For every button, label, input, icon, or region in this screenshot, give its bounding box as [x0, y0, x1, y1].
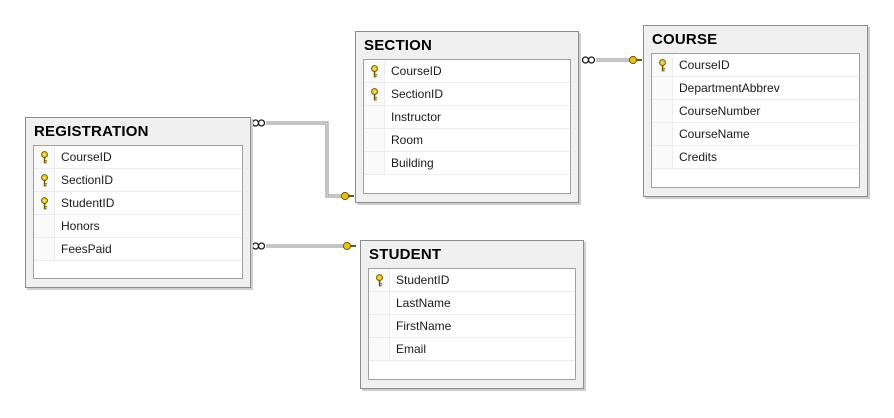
column-name: StudentID — [396, 273, 450, 287]
many-end-infinity-icon — [581, 56, 596, 64]
row-gutter — [652, 146, 673, 168]
primary-key-icon — [364, 60, 385, 82]
section-course-relationship[interactable] — [581, 55, 643, 65]
column-name: FirstName — [396, 319, 452, 333]
primary-key-icon — [369, 269, 390, 291]
column-name: SectionID — [61, 173, 114, 187]
one-end-key-icon — [342, 241, 356, 251]
column-row[interactable]: CourseNumber — [652, 100, 859, 123]
table-title: SECTION — [364, 37, 433, 54]
primary-key-icon — [364, 83, 385, 105]
row-gutter — [369, 338, 390, 360]
column-row[interactable]: Credits — [652, 146, 859, 169]
row-gutter — [364, 129, 385, 151]
column-list: CourseID DepartmentAbbrev CourseNumber C… — [651, 53, 860, 188]
column-row[interactable]: CourseID — [652, 54, 859, 77]
table-registration[interactable]: REGISTRATION CourseID SectionID StudentI… — [25, 117, 251, 288]
column-name: Instructor — [391, 110, 442, 124]
row-gutter — [34, 215, 55, 237]
column-row[interactable]: Email — [369, 338, 575, 361]
row-gutter — [652, 123, 673, 145]
column-row[interactable]: Building — [364, 152, 570, 175]
column-name: SectionID — [391, 87, 444, 101]
row-gutter — [364, 106, 385, 128]
row-gutter — [34, 238, 55, 260]
column-name: CourseID — [679, 58, 730, 72]
column-row[interactable]: SectionID — [364, 83, 570, 106]
column-row[interactable]: Honors — [34, 215, 242, 238]
column-row[interactable]: CourseID — [364, 60, 570, 83]
column-row[interactable]: StudentID — [34, 192, 242, 215]
table-course[interactable]: COURSE CourseID DepartmentAbbrev CourseN… — [643, 25, 868, 197]
table-section[interactable]: SECTION CourseID SectionID Instructor Ro… — [355, 31, 579, 203]
column-name: CourseNumber — [679, 104, 761, 118]
column-row[interactable]: LastName — [369, 292, 575, 315]
one-end-key-icon — [340, 191, 354, 201]
table-student[interactable]: STUDENT StudentID LastName FirstName Ema… — [360, 240, 584, 389]
column-list: CourseID SectionID StudentID Honors Fees… — [33, 145, 243, 279]
row-gutter — [652, 100, 673, 122]
column-list: StudentID LastName FirstName Email — [368, 268, 576, 380]
column-name: Email — [396, 342, 427, 356]
column-name: Honors — [61, 219, 100, 233]
table-title: COURSE — [652, 31, 718, 48]
primary-key-icon — [34, 192, 55, 214]
column-name: Building — [391, 156, 434, 170]
one-end-key-icon — [628, 55, 642, 65]
column-name: LastName — [396, 296, 451, 310]
column-name: StudentID — [61, 196, 115, 210]
column-row[interactable]: Room — [364, 129, 570, 152]
primary-key-icon — [652, 54, 673, 76]
column-name: Room — [391, 133, 424, 147]
primary-key-icon — [34, 169, 55, 191]
column-name: CourseID — [391, 64, 442, 78]
row-gutter — [364, 152, 385, 174]
column-name: Credits — [679, 150, 718, 164]
column-name: DepartmentAbbrev — [679, 81, 780, 95]
column-name: CourseID — [61, 150, 112, 164]
row-gutter — [369, 292, 390, 314]
column-row[interactable]: FirstName — [369, 315, 575, 338]
many-end-infinity-icon — [251, 242, 266, 250]
many-end-infinity-icon — [251, 119, 266, 127]
column-name: CourseName — [679, 127, 750, 141]
column-row[interactable]: StudentID — [369, 269, 575, 292]
column-row[interactable]: CourseID — [34, 146, 242, 169]
table-title: STUDENT — [369, 246, 442, 263]
column-row[interactable]: CourseName — [652, 123, 859, 146]
registration-section-relationship[interactable] — [251, 119, 355, 201]
column-row[interactable]: FeesPaid — [34, 238, 242, 261]
column-row[interactable]: SectionID — [34, 169, 242, 192]
row-gutter — [652, 77, 673, 99]
column-row[interactable]: DepartmentAbbrev — [652, 77, 859, 100]
primary-key-icon — [34, 146, 55, 168]
column-name: FeesPaid — [61, 242, 112, 256]
table-title: REGISTRATION — [34, 123, 149, 140]
column-row[interactable]: Instructor — [364, 106, 570, 129]
registration-student-relationship[interactable] — [251, 241, 357, 251]
row-gutter — [369, 315, 390, 337]
column-list: CourseID SectionID Instructor Room Build… — [363, 59, 571, 194]
